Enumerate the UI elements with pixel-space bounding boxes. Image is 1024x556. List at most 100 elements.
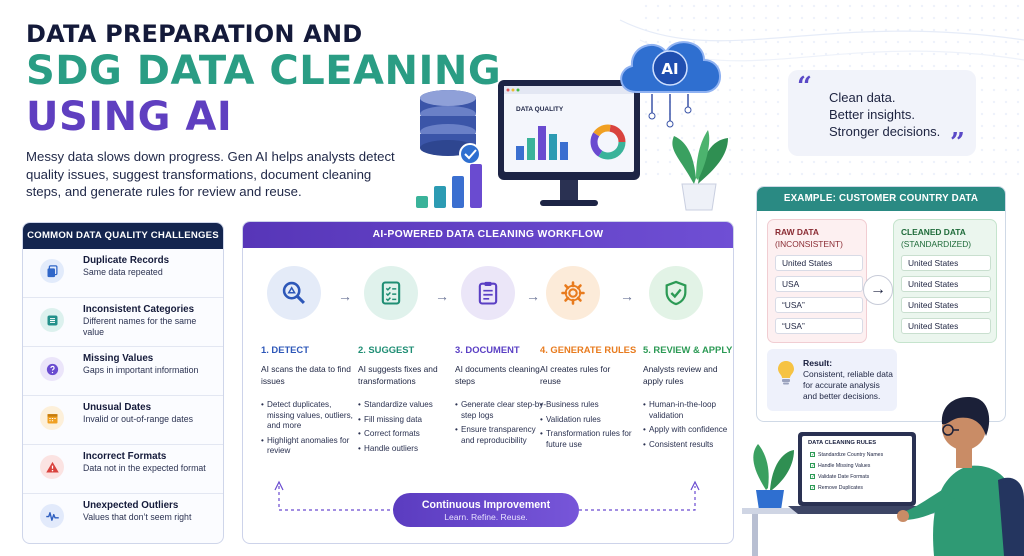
plant-icon (672, 130, 728, 211)
rule-item: ✓Handle Missing Values (810, 460, 908, 471)
step-bullet: Apply with confidence (643, 425, 733, 436)
raw-value-cell: United States (775, 255, 863, 271)
intro-text: Messy data slows down progress. Gen AI h… (26, 149, 395, 199)
hero-illustration: DATA QUALITY AI (416, 41, 728, 211)
step-title: 2. SUGGEST (358, 344, 415, 355)
challenge-description: Values that don’t seem right (83, 512, 192, 522)
raw-value-cell: “USA” (775, 297, 863, 313)
step-circle (267, 266, 321, 320)
loop-title: Continuous Improvement (421, 499, 551, 511)
step-bullet: Validation rules (540, 415, 632, 426)
step-title: 4. GENERATE RULES (540, 344, 637, 355)
rule-item: ✓Validate Date Formats (810, 471, 908, 482)
workflow-step-2: 2. SUGGEST AI suggests fixes and transfor… (350, 222, 448, 522)
challenge-title: Duplicate Records (83, 255, 170, 266)
laptop-icon (788, 432, 938, 514)
warning-icon (40, 455, 64, 479)
challenge-description: Invalid or out-of-range dates (83, 414, 194, 424)
workflow-panel: AI-POWERED DATA CLEANING WORKFLOW 1. DET… (242, 221, 734, 544)
gear-icon (561, 281, 585, 305)
dashboard-title: DATA QUALITY (516, 106, 564, 113)
step-description: AI documents cleaning steps (455, 364, 540, 386)
database-icon (420, 90, 481, 165)
step-bullet: Handle outliers (358, 444, 450, 455)
desk-plant-icon (753, 444, 794, 510)
transform-arrow-icon: → (863, 275, 893, 305)
pulse-icon (40, 504, 64, 528)
raw-value-cell: “USA” (775, 318, 863, 334)
clean-value-cell: United States (901, 276, 991, 292)
duplicate-icon (40, 259, 64, 283)
challenge-title: Unusual Dates (83, 402, 152, 413)
step-description: AI creates rules for reuse (540, 364, 611, 386)
challenge-description: Gaps in important information (83, 365, 199, 375)
step-bullet-list: Generate clear step-by-step logsEnsure t… (455, 400, 547, 450)
step-bullet: Transformation rules for future use (540, 429, 632, 450)
workflow-arrow-icon: → (338, 288, 352, 304)
step-description: Analysts review and apply rules (643, 364, 718, 386)
page-title-line3: USING AI (26, 94, 233, 140)
loop-connector (274, 480, 700, 511)
step-circle (649, 266, 703, 320)
checkbox-icon: ✓ (810, 485, 816, 491)
workflow-arrow-icon: → (526, 288, 540, 304)
checkbox-icon: ✓ (810, 452, 816, 458)
clean-label-line2: (STANDARDIZED) (901, 239, 972, 249)
challenges-heading: COMMON DATA QUALITY CHALLENGES (23, 223, 223, 249)
step-bullet: Human-in-the-loop validation (643, 400, 733, 421)
step-bullet-list: Business rulesValidation rulesTransforma… (540, 400, 632, 454)
workflow-step-4: 4. GENERATE RULES AI creates rules for re… (532, 222, 636, 522)
checkbox-icon: ✓ (810, 463, 816, 469)
challenge-title: Inconsistent Categories (83, 304, 195, 315)
rule-label: Validate Date Formats (818, 473, 870, 480)
raw-label-line1: RAW DATA (775, 227, 819, 237)
loop-subtitle: Learn. Refine. Reuse. (444, 512, 528, 522)
analyst-scene (742, 397, 1024, 556)
challenge-description: Different names for the same value (83, 316, 197, 337)
step-bullet: Correct formats (358, 429, 450, 440)
challenge-description: Data not in the expected format (83, 463, 206, 473)
rule-label: Handle Missing Values (818, 462, 871, 469)
result-title: Result: (803, 358, 833, 368)
rule-item: ✓Remove Duplicates (810, 482, 908, 493)
continuous-improvement-pill: Continuous Improvement Learn. Refine. Re… (393, 493, 579, 527)
clean-value-cell: United States (901, 318, 991, 334)
step-bullet: Highlight anomalies for review (261, 436, 353, 457)
result-text: Consistent, reliable data for accurate a… (803, 369, 893, 401)
step-bullet: Standardize values (358, 400, 450, 411)
step-bullet-list: Standardize valuesFill missing dataCorre… (358, 400, 450, 458)
ai-cloud-label: AI (661, 60, 678, 78)
page-title-line2: SDG DATA CLEANING (26, 48, 502, 94)
lightbulb-icon (778, 361, 794, 385)
raw-value-cell: USA (775, 276, 863, 292)
open-quote-icon: “ (797, 72, 812, 102)
quote-line3: Stronger decisions. (829, 124, 941, 139)
checklist-icon (381, 281, 401, 305)
list-icon (40, 308, 64, 332)
example-panel: EXAMPLE: CUSTOMER COUNTRY DATA RAW DATA … (756, 186, 1006, 422)
quote-line1: Clean data. (829, 90, 896, 105)
magnifier-icon (282, 281, 305, 304)
workflow-heading: AI-POWERED DATA CLEANING WORKFLOW (243, 222, 733, 248)
workflow-arrow-icon: → (620, 288, 634, 304)
cleaned-data-box: CLEANED DATA (STANDARDIZED) United State… (893, 219, 997, 343)
step-bullet: Fill missing data (358, 415, 450, 426)
challenge-title: Missing Values (83, 353, 154, 364)
quote-card: “ Clean data. Better insights. Stronger … (788, 70, 976, 158)
close-quote-icon: ” (950, 128, 965, 158)
step-circle (364, 266, 418, 320)
rule-label: Remove Duplicates (818, 484, 863, 491)
step-bullet: Business rules (540, 400, 632, 411)
rule-item: ✓Standardize Country Names (810, 449, 908, 460)
step-title: 3. DOCUMENT (455, 344, 520, 355)
step-description: AI suggests fixes and transformations (358, 364, 438, 386)
challenge-description: Same data repeated (83, 267, 163, 277)
workflow-arrow-icon: → (435, 288, 449, 304)
step-bullet: Generate clear step-by-step logs (455, 400, 547, 421)
rule-label: Standardize Country Names (818, 451, 884, 458)
